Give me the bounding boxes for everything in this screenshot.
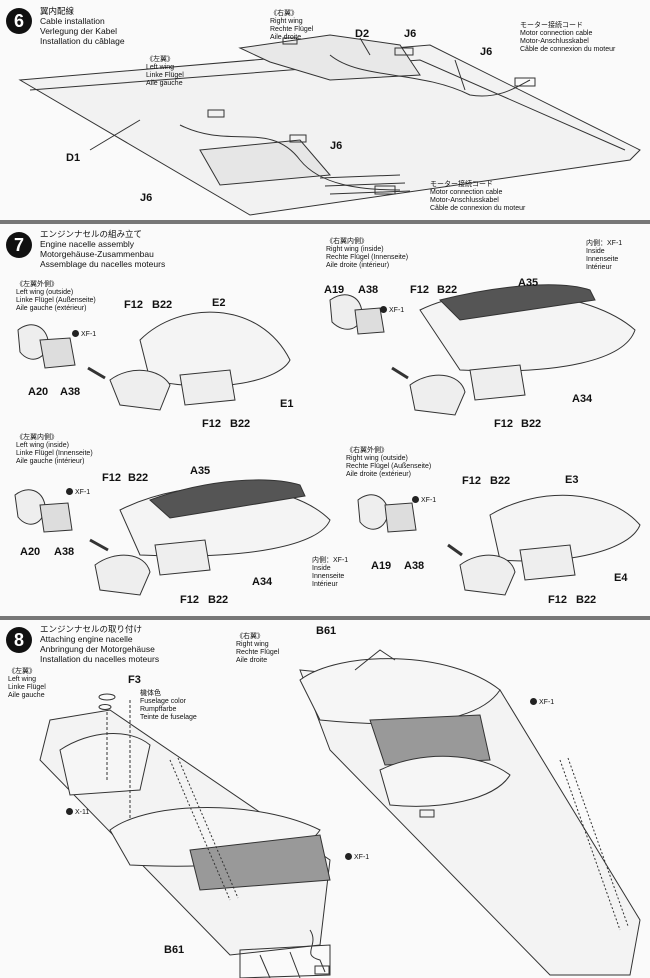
- note-right-wing-outside: 《右翼外側》Right wing (outside)Rechte Flügel …: [346, 447, 432, 478]
- paint-callout: XF-1: [72, 330, 96, 338]
- part-label: E1: [280, 398, 294, 410]
- part-label: F12: [410, 284, 429, 296]
- part-label: F12: [494, 418, 513, 430]
- step-number: 7: [6, 232, 32, 258]
- part-label: B22: [576, 594, 597, 606]
- part-label: B61: [316, 625, 337, 637]
- part-label: A35: [190, 465, 211, 477]
- part-label: A35: [518, 277, 539, 289]
- part-label: A19: [324, 284, 345, 296]
- part-label: E4: [614, 572, 628, 584]
- part-label: F12: [462, 475, 481, 487]
- part-label: D1: [66, 152, 81, 164]
- step-number: 8: [6, 627, 32, 653]
- part-label: A19: [371, 560, 392, 572]
- part-label: B22: [437, 284, 458, 296]
- part-label: F12: [202, 418, 221, 430]
- part-label: B22: [490, 475, 511, 487]
- paint-callout: X-11: [66, 808, 89, 816]
- part-label: J6: [480, 46, 493, 58]
- part-label: A38: [60, 386, 81, 398]
- part-label: E3: [565, 474, 579, 486]
- paint-callout: XF-1: [530, 698, 554, 706]
- part-label: J6: [140, 192, 153, 204]
- part-label: B22: [208, 594, 229, 606]
- part-label: F12: [124, 299, 143, 311]
- step-number: 6: [6, 8, 32, 34]
- paint-callout: XF-1: [345, 853, 369, 861]
- part-label: F3: [128, 674, 141, 686]
- divider: [0, 220, 650, 224]
- part-label: A34: [252, 576, 273, 588]
- part-label: F12: [102, 472, 121, 484]
- part-label: B22: [128, 472, 149, 484]
- part-label: B61: [164, 944, 185, 956]
- part-label: B22: [152, 299, 173, 311]
- part-label: A20: [20, 546, 41, 558]
- paint-callout: XF-1: [412, 496, 436, 504]
- part-label: E2: [212, 297, 226, 309]
- divider: [0, 616, 650, 620]
- part-label: J6: [404, 28, 417, 40]
- part-label: D2: [355, 28, 370, 40]
- part-label: B22: [521, 418, 542, 430]
- part-label: F12: [180, 594, 199, 606]
- part-label: A34: [572, 393, 593, 405]
- part-label: J6: [330, 140, 343, 152]
- part-label: F12: [548, 594, 567, 606]
- part-label: A38: [54, 546, 75, 558]
- part-label: A38: [404, 560, 425, 572]
- part-label: B22: [230, 418, 251, 430]
- paint-callout: XF-1: [66, 488, 90, 496]
- note-left-wing-inside: 《左翼内側》Left wing (inside)Linke Flügel (In…: [16, 434, 93, 465]
- note-right-wing-inside: 《右翼内側》Right wing (inside)Rechte Flügel (…: [326, 238, 409, 269]
- part-label: A20: [28, 386, 49, 398]
- note-left-wing-outside: 《左翼外側》Left wing (outside)Linke Flügel (A…: [16, 281, 96, 312]
- part-label: A38: [358, 284, 379, 296]
- paint-callout: XF-1: [380, 306, 404, 314]
